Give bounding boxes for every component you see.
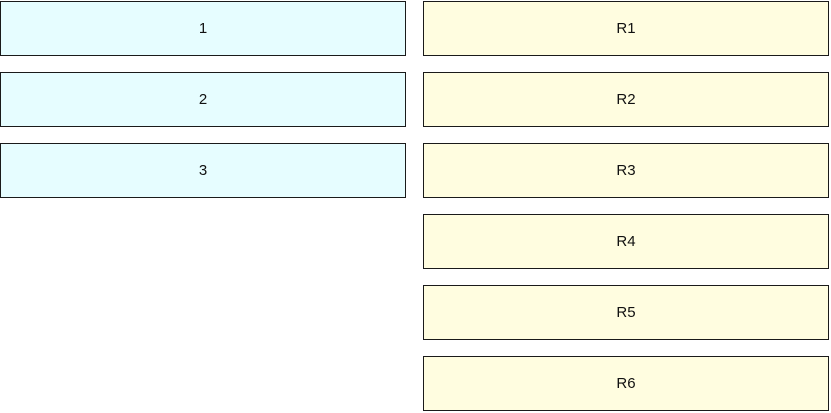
right-item-label: R5 xyxy=(616,304,636,321)
right-item-r1[interactable]: R1 xyxy=(423,1,829,56)
right-item-label: R4 xyxy=(616,233,636,250)
left-item-2[interactable]: 2 xyxy=(0,72,406,127)
right-item-label: R6 xyxy=(616,375,636,392)
right-item-r3[interactable]: R3 xyxy=(423,143,829,198)
right-item-r5[interactable]: R5 xyxy=(423,285,829,340)
right-item-r2[interactable]: R2 xyxy=(423,72,829,127)
right-item-r4[interactable]: R4 xyxy=(423,214,829,269)
right-item-label: R1 xyxy=(616,20,636,37)
right-item-r6[interactable]: R6 xyxy=(423,356,829,411)
left-item-3[interactable]: 3 xyxy=(0,143,406,198)
left-item-1[interactable]: 1 xyxy=(0,1,406,56)
right-item-label: R3 xyxy=(616,162,636,179)
left-item-label: 3 xyxy=(198,162,208,179)
left-item-label: 1 xyxy=(198,20,208,37)
left-item-label: 2 xyxy=(198,91,208,108)
right-item-label: R2 xyxy=(616,91,636,108)
